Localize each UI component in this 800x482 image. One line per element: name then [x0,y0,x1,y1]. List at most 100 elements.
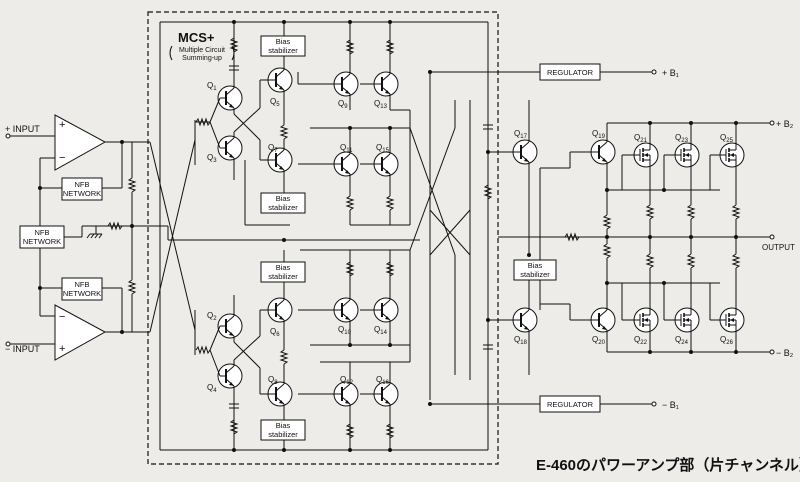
rail-pos-b1-label: + B₁ [662,68,679,78]
ground-symbol [86,226,103,239]
transistor-q17: Q17 [512,129,538,169]
svg-text:Q22: Q22 [634,335,648,346]
transistor-q15: Q15 [373,143,399,181]
rail-pos-b2-label: + B₂ [776,119,794,129]
q12-letter: Q [340,375,346,384]
q1-letter: Q [207,81,213,90]
nfb-top-line2: NETWORK [63,189,101,198]
transistor-q13: Q13 [373,67,399,110]
output-label: OUTPUT [762,243,795,252]
q11-letter: Q [340,143,346,152]
q15-letter: Q [376,143,382,152]
svg-text:Q8: Q8 [268,375,278,386]
svg-text:Q24: Q24 [675,335,689,346]
svg-text:Q23: Q23 [675,133,689,144]
q2-number: 2 [213,316,217,322]
mosfet-q21: Q21 [633,133,659,172]
q12-number: 12 [346,380,353,386]
transistor-q2: Q2 [207,309,243,343]
q4-letter: Q [207,383,213,392]
opamp-bottom-minus-sign: − [59,311,65,323]
minus-input-label: − INPUT [5,344,40,354]
q16-number: 16 [382,380,389,386]
svg-text:Q2: Q2 [207,311,217,322]
transistor-q3: Q3 [207,131,243,165]
bias-top-line2: stabilizer [268,46,298,55]
bias-top2-line2: stabilizer [268,203,298,212]
regulator-top-label: REGULATOR [547,68,594,77]
q20-number: 20 [598,340,605,346]
transistor-q1: Q1 [207,81,243,115]
q3-number: 3 [213,158,217,164]
svg-text:Q14: Q14 [374,325,388,336]
bias-stabilizer-bottom1: Bias stabilizer [260,261,306,283]
mcs-title: MCS+ [178,30,215,45]
transistor-q9: Q9 [333,67,359,110]
opamp-bottom-plus-sign: + [59,343,65,355]
q22-number: 22 [640,340,647,346]
mosfet-q24: Q24 [674,303,700,346]
regulator-top: REGULATOR [539,63,601,81]
bias-bot2-line2: stabilizer [268,430,298,439]
q25-number: 25 [726,138,733,144]
mosfet-q25: Q25 [719,133,745,172]
q5-letter: Q [270,97,276,106]
mosfet-q23: Q23 [674,133,700,172]
figure-caption: E-460のパワーアンプ部（片チャンネル） [536,456,800,474]
q15-number: 15 [382,148,389,154]
q25-letter: Q [720,133,726,142]
mcs-subtitle-2: Summing-up [182,55,222,62]
q21-number: 21 [640,138,647,144]
opamp-top: + − [54,114,107,171]
svg-text:Q3: Q3 [207,153,217,164]
q13-letter: Q [374,99,380,108]
transistor-q7: Q7 [267,143,293,177]
q17-number: 17 [520,134,527,140]
svg-text:Q16: Q16 [376,375,390,386]
bias-bot1-line1: Bias [276,263,291,272]
q24-number: 24 [681,340,688,346]
mosfet-q26: Q26 [719,303,745,346]
nfb-network-top: NFB NETWORK [61,177,103,201]
svg-text:Q20: Q20 [592,335,606,346]
nfb-mid-line2: NETWORK [23,237,61,246]
q7-number: 7 [274,148,278,154]
nfb-network-bottom: NFB NETWORK [61,277,103,301]
q17-letter: Q [514,129,520,138]
transistor-q20: Q20 [590,303,616,346]
opamp-bottom: − + [54,304,107,361]
q2-letter: Q [207,311,213,320]
mcs-plus-region [147,11,499,465]
q7-letter: Q [268,143,274,152]
transistor-q4: Q4 [207,359,243,394]
svg-text:Q10: Q10 [338,325,352,336]
svg-text:Q12: Q12 [340,375,354,386]
q14-number: 14 [380,330,387,336]
q10-number: 10 [344,330,351,336]
transistor-q5: Q5 [267,63,293,108]
q3-letter: Q [207,153,213,162]
bias-bot2-line1: Bias [276,421,291,430]
rail-neg-b1-label: − B₁ [662,400,679,410]
q19-letter: Q [592,129,598,138]
nfb-bottom-line1: NFB [75,280,90,289]
q8-letter: Q [268,375,274,384]
transistor-q10: Q10 [333,293,359,336]
q11-number: 11 [346,148,353,154]
nfb-top-line1: NFB [75,180,90,189]
svg-text:Q9: Q9 [338,99,348,110]
svg-text:Q1: Q1 [207,81,217,92]
q14-letter: Q [374,325,380,334]
svg-text:Q13: Q13 [374,99,388,110]
bias-top-line1: Bias [276,37,291,46]
q10-letter: Q [338,325,344,334]
q26-letter: Q [720,335,726,344]
regulator-bottom: REGULATOR [539,395,601,413]
q9-number: 9 [344,104,348,110]
q21-letter: Q [634,133,640,142]
svg-text:Q19: Q19 [592,129,606,140]
plus-input-label: + INPUT [5,124,40,134]
q4-number: 4 [213,388,217,394]
transistor-q11: Q11 [333,143,359,181]
svg-text:Q25: Q25 [720,133,734,144]
